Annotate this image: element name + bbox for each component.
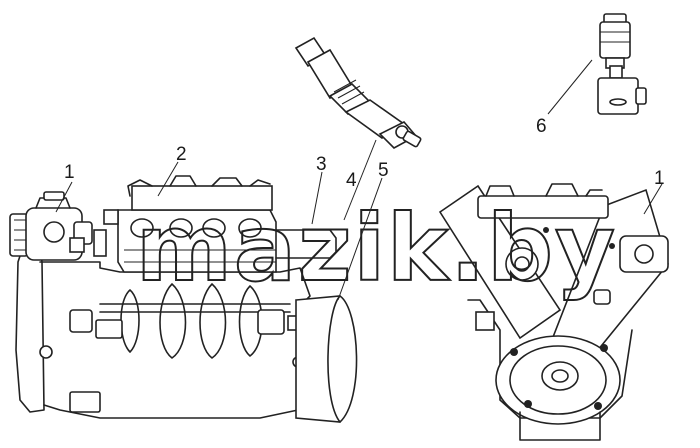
filter-cap-right bbox=[619, 235, 669, 273]
callout-6: 6 bbox=[536, 116, 547, 137]
filter-cap-left bbox=[9, 191, 93, 261]
callout-1-right: 1 bbox=[654, 168, 665, 189]
callout-4: 4 bbox=[346, 170, 357, 191]
watermark-text: mazik.by bbox=[136, 195, 617, 302]
drive-flange bbox=[295, 295, 358, 423]
mount-bolts-left bbox=[39, 309, 304, 413]
callout-5: 5 bbox=[378, 160, 389, 181]
callout-3: 3 bbox=[316, 154, 327, 175]
callout-1-left: 1 bbox=[64, 162, 75, 183]
fuel-pump-side-view bbox=[9, 175, 358, 423]
fuel-pump-end-view bbox=[438, 183, 669, 441]
callout-leaders bbox=[55, 59, 663, 301]
injector-head-block bbox=[93, 175, 277, 273]
injector-nozzle bbox=[294, 36, 422, 149]
check-valve-part bbox=[597, 13, 647, 115]
callout-2: 2 bbox=[176, 144, 187, 165]
mount-bolts-right bbox=[475, 227, 615, 410]
